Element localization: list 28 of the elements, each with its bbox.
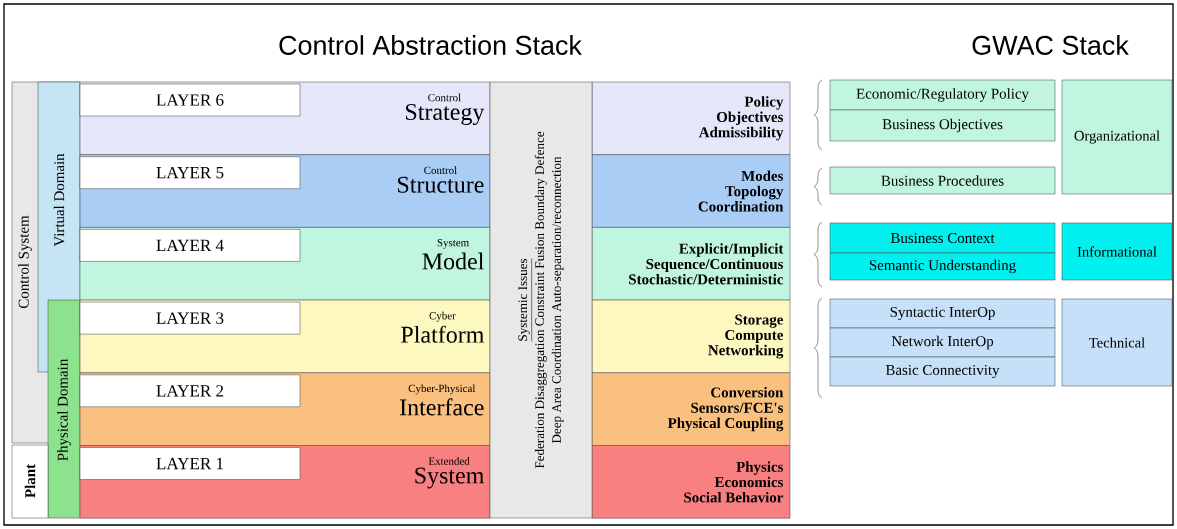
layer-label: LAYER 2 <box>79 374 301 408</box>
attribute-box: Conversion Sensors/FCE's Physical Coupling <box>591 372 791 446</box>
systemic-issues-panel: Systemic Issues Federation Disaggregation Constraint Fusion Boundary Defence Deep Area Coordination Auto-separation/reconnection <box>489 81 593 519</box>
attribute-box: Explicit/Implicit Sequence/Continuous Stochastic/Deterministic <box>591 227 791 301</box>
gwac-item-box: Network InterOp <box>829 327 1056 358</box>
gwac-item-box: Economic/Regulatory Policy <box>829 79 1056 111</box>
gwac-item-box: Syntactic InterOp <box>829 298 1056 329</box>
attribute-box: Storage Compute Networking <box>591 299 791 374</box>
gwac-item-box: Semantic Understanding <box>829 252 1056 281</box>
layer-group-box: Informational <box>1061 222 1173 281</box>
gwac-item-box: Basic Connectivity <box>829 356 1056 387</box>
domain-band: Plant <box>11 444 49 519</box>
layer-label: LAYER 4 <box>79 229 301 262</box>
layer-label: LAYER 5 <box>79 156 301 189</box>
attribute-box: Physics Economics Social Behavior <box>591 445 791 519</box>
layer-group-box: Organizational <box>1061 79 1173 195</box>
gwac-item-box: Business Procedures <box>829 166 1056 195</box>
domain-band: Physical Domain <box>47 299 81 519</box>
gwac-item-box: Business Context <box>829 222 1056 254</box>
stack-heading: Control Abstraction Stack <box>279 35 582 55</box>
layer-group-box: Technical <box>1061 298 1173 387</box>
layer-label: LAYER 1 <box>79 447 301 480</box>
attribute-box: Policy Objectives Admissibility <box>591 81 791 155</box>
attribute-box: Modes Topology Coordination <box>591 154 791 228</box>
layer-label: LAYER 6 <box>79 83 301 117</box>
stack-heading: GWAC Stack <box>972 35 1129 55</box>
layer-label: LAYER 3 <box>79 301 301 335</box>
gwac-item-box: Business Objectives <box>829 109 1056 142</box>
